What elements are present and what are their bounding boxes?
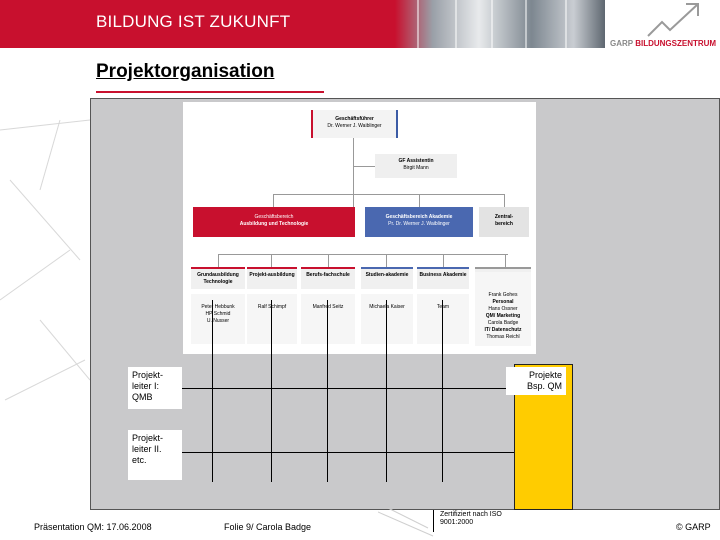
unit-person: QM/ Marketing [485, 313, 521, 319]
division-name: Pr. Dr. Werner J. Waiblinger [388, 221, 450, 227]
label-projektleiter-1: Projekt- leiter I: QMB [128, 367, 182, 409]
logo-text: GARP BILDUNGSZENTRUM [610, 39, 716, 48]
logo-name: BILDUNGSZENTRUM [635, 39, 717, 48]
unit-body: Frank Gohes Personal Hans Ossner QM/ Mar… [475, 272, 531, 346]
unit-person: Personal [492, 299, 514, 305]
division-name: bereich [495, 221, 513, 227]
left-decoration [0, 119, 90, 401]
unit-person: IT/ Datenschutz [484, 327, 522, 333]
footer-date: Präsentation QM: 17.06.2008 [34, 522, 152, 532]
assistant-title: GF Assistentin [398, 158, 434, 164]
unit-body: Manfred Seitz [301, 294, 355, 344]
ceo-title: Geschäftsführer [335, 116, 374, 122]
division-name: Ausbildung und Technologie [239, 221, 309, 227]
vertical-line [327, 300, 328, 482]
unit-head: Grundausbildung Technologie [191, 267, 245, 289]
footer-decoration [378, 508, 434, 537]
title-underline [96, 91, 324, 93]
label-projektleiter-2: Projekt- leiter II. etc. [128, 430, 182, 480]
vertical-line [212, 300, 213, 482]
unit-person: Ralf Schimpf [257, 304, 287, 310]
unit-person: Peter Hebbunk [201, 304, 235, 310]
unit-person: U. Nusser [206, 318, 230, 324]
footer-slide: Folie 9/ Carola Badge [224, 522, 312, 532]
unit-person: Carola Badge [487, 320, 519, 326]
unit-person: Thomas Reichl [486, 334, 520, 340]
unit-head: Business Akademie [417, 267, 469, 289]
assistant-name: Birgit Mann [403, 165, 429, 171]
logo-prefix: GARP [610, 39, 633, 48]
unit-person: Manfred Seitz [312, 304, 344, 310]
unit-body: Michaela Kaiser [361, 294, 413, 344]
org-box-ceo: Geschäftsführer Dr. Werner J. Waiblinger [311, 110, 398, 138]
ceo-name: Dr. Werner J. Waiblinger [327, 123, 382, 129]
org-box-division-training: Geschäftsbereich Ausbildung und Technolo… [193, 207, 355, 237]
unit-body: Team [417, 294, 469, 344]
unit-head: Berufs-fachschule [301, 267, 355, 289]
unit-person: Michaela Kaiser [369, 304, 405, 310]
footer-cert: Zertifiziert nach ISO 9001:2000 [440, 511, 502, 526]
header-photo [395, 0, 605, 48]
org-box-division-central: Zentral- bereich [479, 207, 529, 237]
unit-person: Hans Ossner [488, 306, 518, 312]
org-chart: Geschäftsführer Dr. Werner J. Waiblinger… [183, 102, 536, 354]
division-title: Geschäftsbereich Akademie [385, 214, 453, 220]
vertical-line [271, 300, 272, 482]
unit-body: Ralf Schimpf [247, 294, 297, 344]
unit-body: Peter Hebbunk HP Schmid U. Nusser [191, 294, 245, 344]
unit-head: Projekt-ausbildung [247, 267, 297, 289]
horizontal-line-pl1 [182, 388, 514, 389]
division-title: Geschäftsbereich [254, 214, 294, 220]
footer-separator [433, 510, 434, 532]
garp-logo-icon [647, 3, 699, 37]
label-projekte-qm: Projekte Bsp. QM [506, 367, 566, 395]
unit-person: Team [417, 304, 469, 311]
unit-person: Frank Gohes [488, 292, 518, 298]
unit-head: Studien-akademie [361, 267, 413, 289]
org-box-division-academy: Geschäftsbereich Akademie Pr. Dr. Werner… [365, 207, 473, 237]
org-box-assistant: GF Assistentin Birgit Mann [375, 154, 457, 178]
unit-person: HP Schmid [205, 311, 231, 317]
division-title: Zentral- [494, 214, 514, 220]
header-title: BILDUNG IST ZUKUNFT [96, 12, 291, 31]
vertical-line [442, 300, 443, 482]
vertical-line [386, 300, 387, 482]
footer-copyright: © GARP [676, 522, 711, 532]
horizontal-line-pl2 [182, 452, 514, 453]
logo-area [605, 0, 720, 48]
page-title: Projektorganisation [96, 61, 275, 82]
